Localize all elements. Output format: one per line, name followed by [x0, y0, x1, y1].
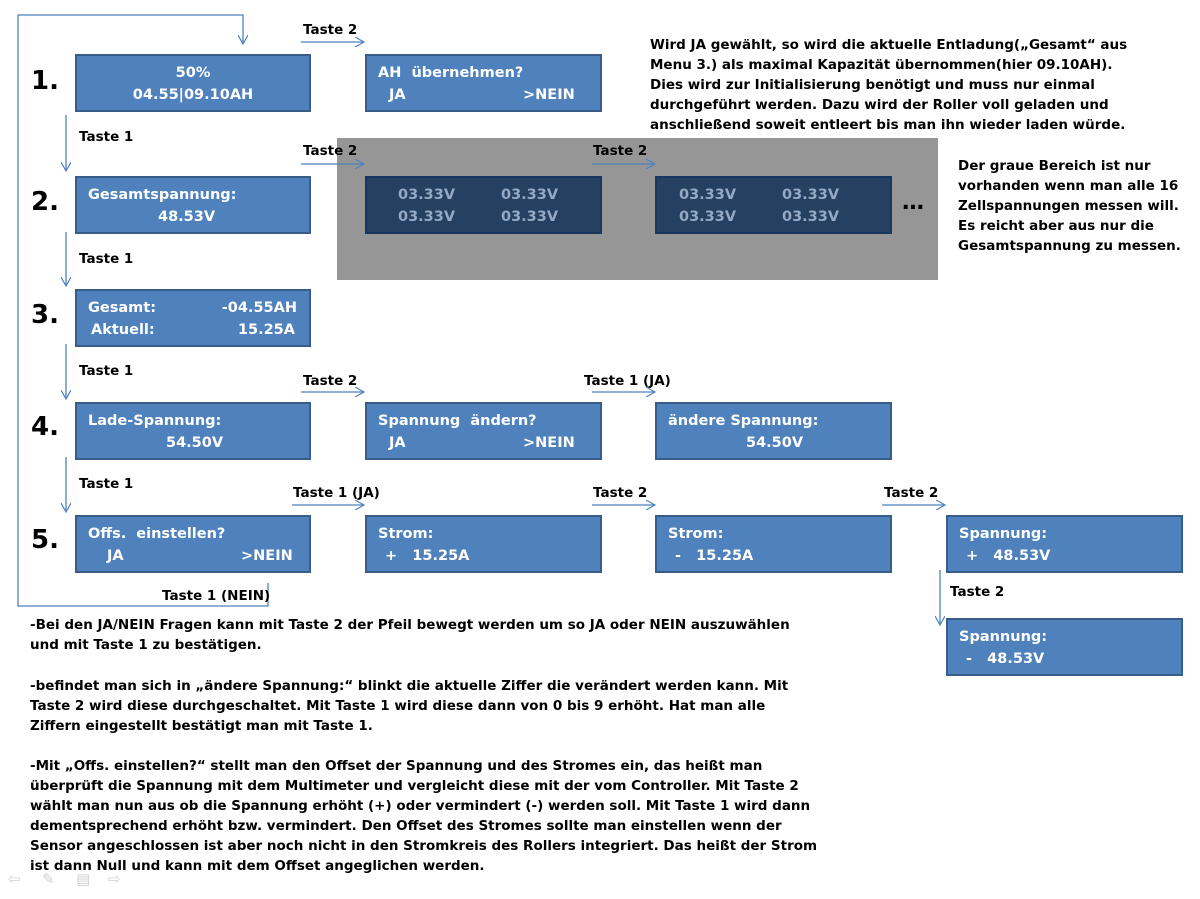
note-bottom-3: -Mit „Offs. einstellen?“ stellt man den …: [30, 758, 818, 874]
label-taste: Taste 2: [303, 373, 358, 389]
option-nein: >NEIN: [523, 87, 575, 103]
loop-line: [17, 14, 269, 607]
display-ah-uebernehmen: AH übernehmen? JA >NEIN: [365, 54, 602, 112]
display-gesamtspannung: Gesamtspannung: 48.53V: [75, 176, 311, 234]
option-ja: JA: [389, 435, 406, 451]
display-line: + 48.53V: [966, 548, 1051, 564]
cell-voltage: 03.33V: [782, 187, 840, 203]
cell-voltage: 03.33V: [398, 209, 456, 225]
label-taste: Taste 2: [593, 485, 648, 501]
label-taste: Taste 1: [79, 363, 134, 379]
display-line: - 48.53V: [966, 651, 1045, 667]
cell-voltage: 03.33V: [782, 209, 840, 225]
display-line: - 15.25A: [675, 548, 754, 564]
display-line: 54.50V: [746, 435, 804, 451]
display-strom-minus: Strom: - 15.25A: [655, 515, 892, 573]
arrow-left-icon[interactable]: ⇦: [8, 870, 21, 888]
label-taste: Taste 1 (JA): [584, 373, 671, 389]
display-lade-spannung: Lade-Spannung: 54.50V: [75, 402, 311, 460]
display-line: 15.25A: [237, 322, 295, 338]
display-line: 48.53V: [158, 209, 216, 225]
cell-voltage: 03.33V: [501, 209, 559, 225]
label-taste: Taste 2: [884, 485, 939, 501]
display-line: Spannung:: [959, 526, 1048, 542]
cell-voltage: 03.33V: [679, 187, 737, 203]
label-taste: Taste 2: [303, 22, 358, 38]
cell-voltage: 03.33V: [398, 187, 456, 203]
display-aendere-spannung: ändere Spannung: 54.50V: [655, 402, 892, 460]
label-taste: Taste 1: [79, 476, 134, 492]
label-taste: Taste 2: [303, 143, 358, 159]
option-nein: >NEIN: [523, 435, 575, 451]
note-gray-area: Der graue Bereich ist nur vorhanden wenn…: [958, 158, 1181, 254]
option-ja: JA: [107, 548, 124, 564]
row-number-5: 5.: [31, 525, 59, 555]
display-line: 54.50V: [166, 435, 224, 451]
display-menu-1: 50% 04.55|09.10AH: [75, 54, 311, 112]
display-offs-einstellen: Offs. einstellen? JA >NEIN: [75, 515, 311, 573]
display-line: Gesamt:: [88, 300, 156, 316]
display-line: Gesamtspannung:: [88, 187, 237, 203]
label-taste: Taste 1 (JA): [293, 485, 380, 501]
row-number-3: 3.: [31, 300, 59, 330]
display-cell-voltages-2: 03.33V 03.33V 03.33V 03.33V: [655, 176, 892, 234]
option-nein: >NEIN: [241, 548, 293, 564]
display-spannung-plus: Spannung: + 48.53V: [946, 515, 1183, 573]
note-bottom-1: -Bei den JA/NEIN Fragen kann mit Taste 2…: [30, 617, 790, 653]
display-gesamt-aktuell: Gesamt: -04.55AH Aktuell: 15.25A: [75, 289, 311, 347]
display-line: Strom:: [668, 526, 724, 542]
label-taste-nein: Taste 1 (NEIN): [162, 588, 271, 604]
row-number-1: 1.: [31, 66, 59, 96]
display-line: ändere Spannung:: [668, 413, 819, 429]
note-bottom-2: -befindet man sich in „ändere Spannung:“…: [30, 678, 789, 734]
display-line: Spannung ändern?: [378, 413, 537, 429]
row-number-4: 4.: [31, 412, 59, 442]
ellipsis: …: [902, 190, 924, 215]
label-taste: Taste 1: [79, 251, 134, 267]
menu-icon[interactable]: ▤: [76, 870, 91, 888]
display-line: Lade-Spannung:: [88, 413, 222, 429]
display-spannung-aendern: Spannung ändern? JA >NEIN: [365, 402, 602, 460]
display-line: Offs. einstellen?: [88, 526, 226, 542]
arrow-right-icon[interactable]: ⇨: [108, 870, 121, 888]
display-line: Aktuell:: [91, 322, 155, 338]
display-strom-plus: Strom: + 15.25A: [365, 515, 602, 573]
row-number-2: 2.: [31, 187, 59, 217]
note-top-right: Wird JA gewählt, so wird die aktuelle En…: [650, 37, 1128, 133]
label-taste: Taste 2: [950, 584, 1005, 600]
display-line: AH übernehmen?: [378, 65, 524, 81]
display-line: Spannung:: [959, 629, 1048, 645]
label-taste: Taste 2: [593, 143, 648, 159]
option-ja: JA: [389, 87, 406, 103]
cell-voltage: 03.33V: [679, 209, 737, 225]
display-line: + 15.25A: [385, 548, 470, 564]
display-line: Strom:: [378, 526, 434, 542]
label-taste: Taste 1: [79, 129, 134, 145]
display-line: 50%: [175, 65, 211, 81]
display-spannung-minus: Spannung: - 48.53V: [946, 618, 1183, 676]
display-line: 04.55|09.10AH: [132, 87, 254, 103]
cell-voltage: 03.33V: [501, 187, 559, 203]
pen-icon[interactable]: ✎: [42, 870, 55, 888]
display-line: -04.55AH: [221, 300, 297, 316]
display-cell-voltages-1: 03.33V 03.33V 03.33V 03.33V: [365, 176, 602, 234]
